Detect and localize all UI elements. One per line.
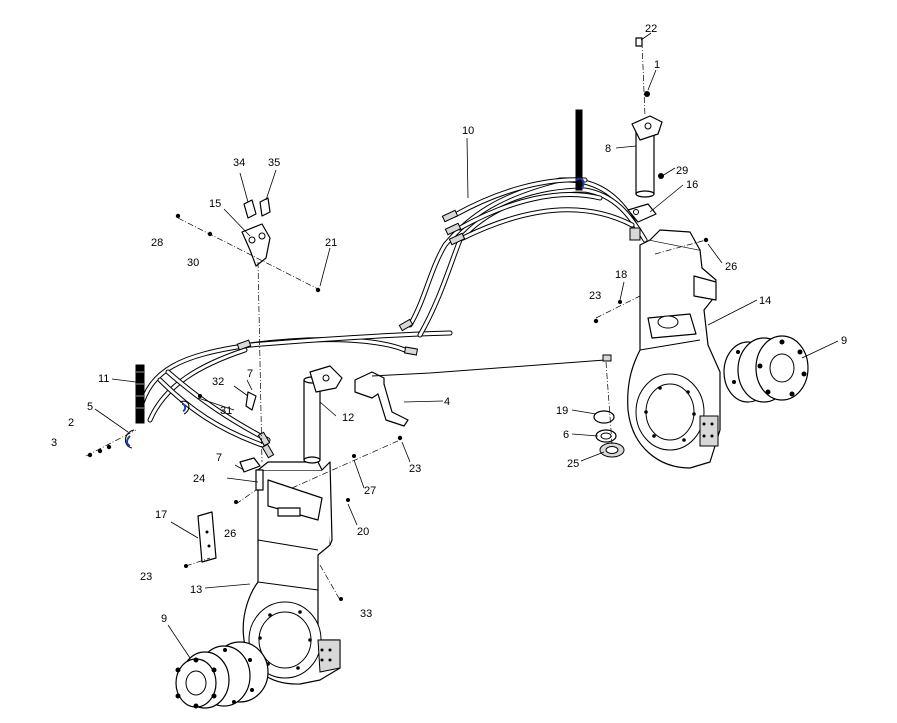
callout-20: 20 bbox=[357, 526, 369, 538]
hose-fittings bbox=[236, 209, 641, 459]
callout-19: 19 bbox=[556, 405, 568, 417]
callout-9-left: 9 bbox=[161, 613, 167, 625]
right-wheel-motor bbox=[723, 335, 809, 403]
callout-6: 6 bbox=[563, 429, 569, 441]
callout-16: 16 bbox=[686, 179, 698, 191]
threaded-rod bbox=[575, 109, 585, 191]
small-clamps bbox=[179, 391, 264, 491]
callout-10: 10 bbox=[462, 125, 474, 137]
hydraulic-hose-set-upper bbox=[407, 177, 648, 338]
callout-25: 25 bbox=[567, 458, 579, 470]
callout-4: 4 bbox=[444, 396, 450, 408]
callout-8: 8 bbox=[605, 143, 611, 155]
hardware-dots bbox=[87, 37, 709, 601]
steering-cylinder-right bbox=[627, 115, 663, 223]
callout-33: 33 bbox=[360, 608, 372, 620]
callout-32: 32 bbox=[212, 376, 224, 388]
callout-7-lower: 7 bbox=[216, 452, 222, 464]
callout-15: 15 bbox=[209, 198, 221, 210]
hydraulic-hose-set-lower bbox=[137, 330, 453, 448]
callout-2: 2 bbox=[68, 417, 74, 429]
seals bbox=[593, 410, 625, 458]
left-wheel-motor bbox=[175, 641, 269, 709]
callout-26-left: 26 bbox=[224, 528, 236, 540]
leader-lines bbox=[94, 32, 839, 659]
plate-17 bbox=[197, 511, 217, 563]
callout-labels: 22 1 8 29 16 10 26 18 23 14 9 19 6 25 4 … bbox=[51, 23, 847, 625]
callout-21: 21 bbox=[325, 237, 337, 249]
callout-34: 34 bbox=[233, 157, 245, 169]
callout-13: 13 bbox=[190, 584, 202, 596]
callout-24: 24 bbox=[193, 473, 205, 485]
callout-7-upper: 7 bbox=[247, 368, 253, 380]
callout-5: 5 bbox=[87, 401, 93, 413]
callout-23-left: 23 bbox=[140, 571, 152, 583]
callout-30: 30 bbox=[187, 257, 199, 269]
callout-29: 29 bbox=[676, 165, 688, 177]
spring-11 bbox=[135, 364, 145, 424]
callout-31: 31 bbox=[220, 405, 232, 417]
callout-23-right: 23 bbox=[589, 290, 601, 302]
callout-35: 35 bbox=[268, 157, 280, 169]
callout-28: 28 bbox=[151, 237, 163, 249]
bracket-4 bbox=[354, 354, 612, 427]
callout-17: 17 bbox=[155, 509, 167, 521]
left-leg-frame bbox=[242, 461, 341, 685]
callout-22: 22 bbox=[645, 23, 657, 35]
center-lines bbox=[85, 41, 707, 601]
callout-23-mid: 23 bbox=[409, 463, 421, 475]
hook-5 bbox=[125, 429, 135, 449]
callout-9-right: 9 bbox=[841, 335, 847, 347]
callout-26-right: 26 bbox=[725, 261, 737, 273]
callout-18: 18 bbox=[615, 269, 627, 281]
callout-12: 12 bbox=[342, 412, 354, 424]
steering-cylinder-left bbox=[303, 365, 343, 464]
callout-14: 14 bbox=[759, 295, 771, 307]
callout-11: 11 bbox=[98, 373, 109, 385]
right-leg-frame bbox=[627, 229, 721, 469]
callout-1: 1 bbox=[654, 59, 660, 71]
callout-27: 27 bbox=[364, 485, 376, 497]
callout-3: 3 bbox=[51, 437, 57, 449]
